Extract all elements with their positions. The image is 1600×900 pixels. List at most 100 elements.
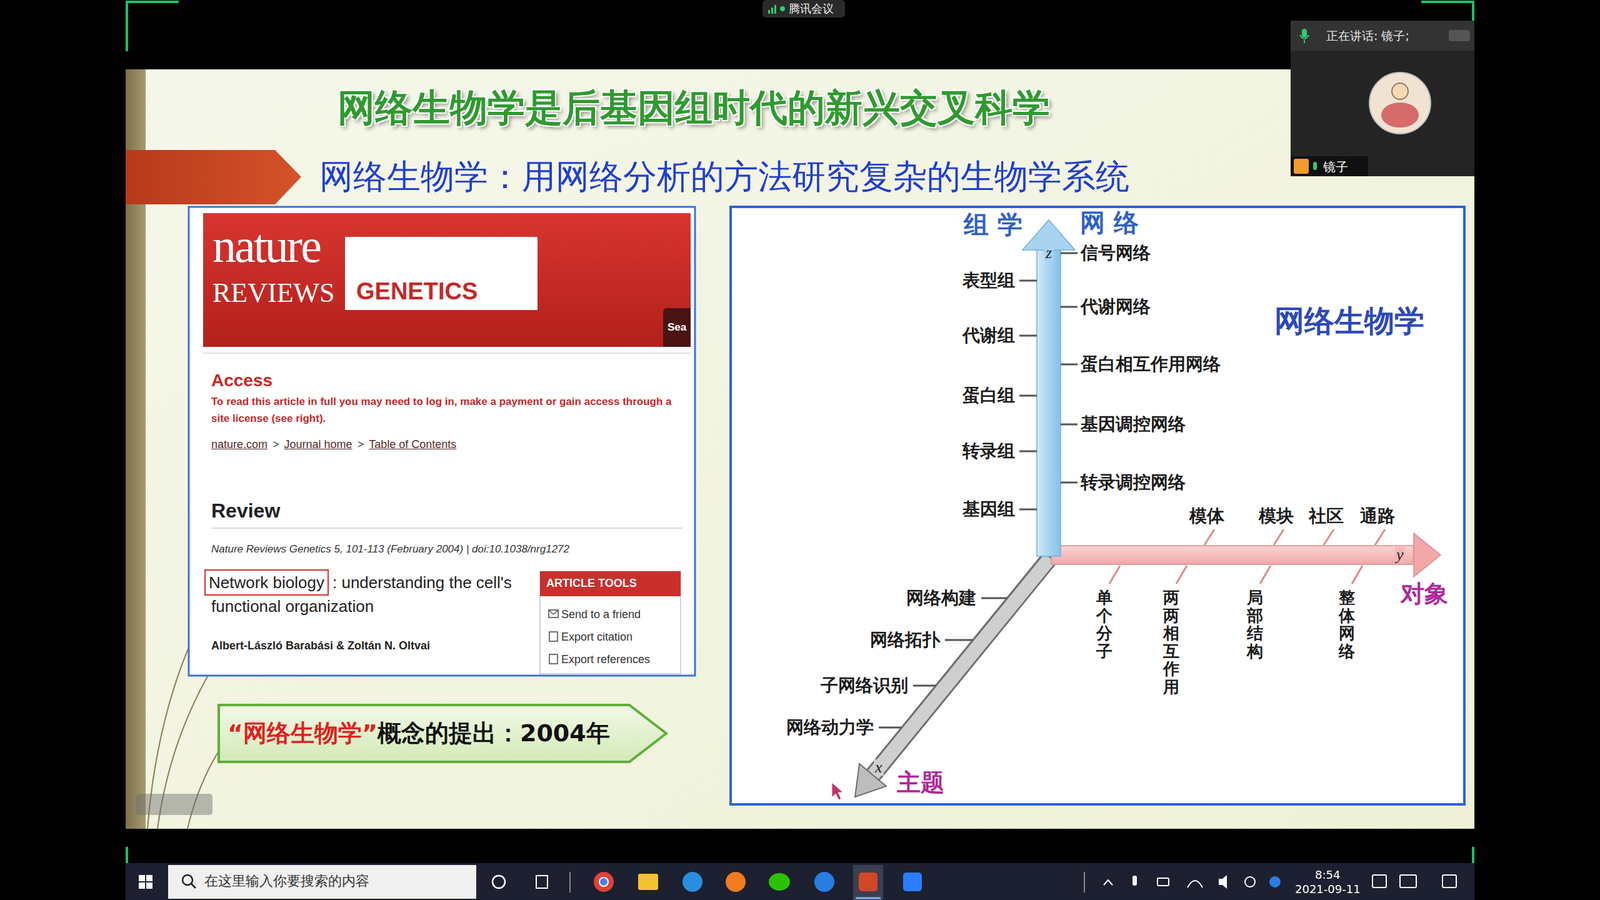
avatar bbox=[1369, 72, 1431, 134]
tick-label: 蛋白相互作用网络 bbox=[1080, 352, 1221, 377]
axis-ticks bbox=[878, 598, 1007, 728]
vertical-tick-label: 局部结构 bbox=[1246, 588, 1264, 660]
axis-heading: 网 络 bbox=[1080, 205, 1139, 240]
search-tab: Sea bbox=[663, 308, 691, 347]
highlighted-term: Network biology bbox=[208, 570, 325, 595]
windows-logo bbox=[138, 875, 145, 882]
tick-label: 网络构建 bbox=[906, 586, 977, 610]
tool-link: Send to a friend bbox=[561, 608, 641, 622]
callout-arrow: “网络生物学”概念的提出：2004年 bbox=[217, 703, 669, 764]
share-corner-mark bbox=[1471, 846, 1475, 864]
axis-ticks bbox=[1204, 529, 1385, 545]
speaker-panel-fill bbox=[1290, 20, 1475, 177]
tick-label: 网络动力学 bbox=[786, 715, 874, 740]
tick-label: 基因组 bbox=[962, 497, 1015, 522]
tray-icon bbox=[1157, 878, 1169, 886]
citation: Nature Reviews Genetics 5, 101-113 (Febr… bbox=[211, 543, 687, 556]
task-view-icon bbox=[536, 875, 548, 889]
envelope-icon bbox=[548, 610, 559, 615]
search-box: 在这里输入你要搜索的内容 bbox=[168, 864, 477, 899]
journal-header: natureREVIEWS GENETICS Sea bbox=[203, 213, 691, 347]
tray-icon bbox=[1245, 876, 1255, 887]
diagram-heading: 网络生物学 bbox=[1274, 301, 1425, 342]
access-heading: Access bbox=[211, 370, 273, 391]
axis-letter: x bbox=[873, 759, 884, 776]
avatar-figure bbox=[1391, 83, 1409, 100]
tools-heading: ARTICLE TOOLS bbox=[546, 576, 637, 590]
tick-label: 转录调控网络 bbox=[1080, 470, 1186, 495]
callout-term: “网络生物学” bbox=[227, 717, 378, 750]
x-axis-arrow bbox=[873, 556, 1052, 775]
banner-arrow bbox=[125, 150, 302, 205]
tick-label: 子网络识别 bbox=[820, 673, 909, 698]
app-icon bbox=[593, 871, 614, 892]
axis-ticks bbox=[1019, 280, 1037, 510]
divider-line bbox=[211, 527, 683, 529]
mouse-cursor bbox=[831, 782, 844, 800]
section-heading: Review bbox=[211, 499, 280, 523]
text-row: nature.com>Journal home>Table of Content… bbox=[211, 438, 457, 452]
access-note: To read this article in full you may nee… bbox=[211, 393, 674, 427]
name-tag bbox=[1290, 156, 1369, 177]
highlight-box: Network biology bbox=[204, 569, 329, 596]
tick-label: 表型组 bbox=[962, 268, 1015, 293]
journal-wordmark: nature bbox=[212, 221, 320, 270]
speaker-status: 正在讲话: 镜子; bbox=[1326, 28, 1410, 45]
journal-wordmark: REVIEWS bbox=[212, 279, 335, 307]
divider-line bbox=[203, 352, 691, 354]
article-frame: AccessTo read this article in full you m… bbox=[188, 206, 695, 676]
z-axis-arrow bbox=[1036, 248, 1061, 557]
article-frame-fill bbox=[188, 206, 695, 676]
axis-title: 对象 bbox=[1400, 578, 1449, 610]
tray-icon bbox=[1269, 876, 1281, 888]
active-app-highlight bbox=[853, 865, 884, 900]
tick-label: 模体 bbox=[1189, 504, 1225, 529]
clock-date: 2021-09-11 bbox=[1295, 882, 1361, 896]
speaker-panel-header bbox=[1290, 20, 1475, 51]
tick-label: 通路 bbox=[1360, 504, 1395, 529]
windows-logo bbox=[146, 875, 153, 882]
tray-icon bbox=[1400, 875, 1417, 888]
app-icon bbox=[768, 873, 790, 891]
app-icon bbox=[858, 872, 878, 892]
tray-icon bbox=[1218, 875, 1227, 889]
y-axis-arrow bbox=[1051, 545, 1414, 565]
panel-control bbox=[1448, 30, 1470, 42]
search-icon bbox=[191, 883, 196, 889]
vertical-tick-label: 两两相互作用 bbox=[1163, 588, 1180, 697]
active-app-underline bbox=[855, 897, 881, 900]
tick-label: 网络拓扑 bbox=[870, 628, 940, 652]
status-dot bbox=[780, 6, 785, 12]
app-icon bbox=[599, 877, 609, 887]
share-corner-mark bbox=[126, 1, 179, 52]
breadcrumb-separator: > bbox=[272, 438, 280, 452]
tick-label: 代谢组 bbox=[962, 323, 1015, 348]
breadcrumb-separator: > bbox=[357, 438, 365, 452]
avatar-figure bbox=[1381, 102, 1419, 128]
search-icon bbox=[182, 875, 193, 885]
callout-text: 概念的提出：2004年 bbox=[377, 717, 610, 750]
tab-label: Sea bbox=[667, 321, 687, 334]
taskbar bbox=[125, 863, 1475, 900]
tick-label: 信号网络 bbox=[1080, 241, 1151, 265]
author-list: Albert-László Barabási & Zoltán N. Oltva… bbox=[211, 639, 430, 653]
tick-label: 模块 bbox=[1258, 504, 1294, 529]
axis-letter: z bbox=[1044, 245, 1054, 262]
signal-bar bbox=[774, 5, 777, 14]
journal-section-name: GENETICS bbox=[356, 279, 478, 304]
tray-icon bbox=[1187, 880, 1203, 888]
taskbar-separator bbox=[569, 871, 571, 893]
slide-title: 网络生物学是后基因组时代的新兴交叉科学 bbox=[337, 83, 1050, 134]
tick-label: 社区 bbox=[1308, 504, 1344, 529]
share-corner-mark bbox=[125, 846, 129, 864]
document-icon bbox=[549, 631, 558, 642]
clock-time: 8:54 bbox=[1315, 868, 1340, 882]
tools-header-band bbox=[540, 571, 681, 597]
vertical-tick-label: 整体网络 bbox=[1338, 588, 1355, 660]
tick-label: 转录组 bbox=[962, 439, 1015, 464]
axis-letter: y bbox=[1395, 546, 1405, 564]
slide-subtitle: 网络生物学：用网络分析的方法研究复杂的生物学系统 bbox=[319, 154, 1130, 200]
envelope-icon bbox=[548, 610, 559, 618]
tick-label: 蛋白组 bbox=[962, 383, 1015, 408]
